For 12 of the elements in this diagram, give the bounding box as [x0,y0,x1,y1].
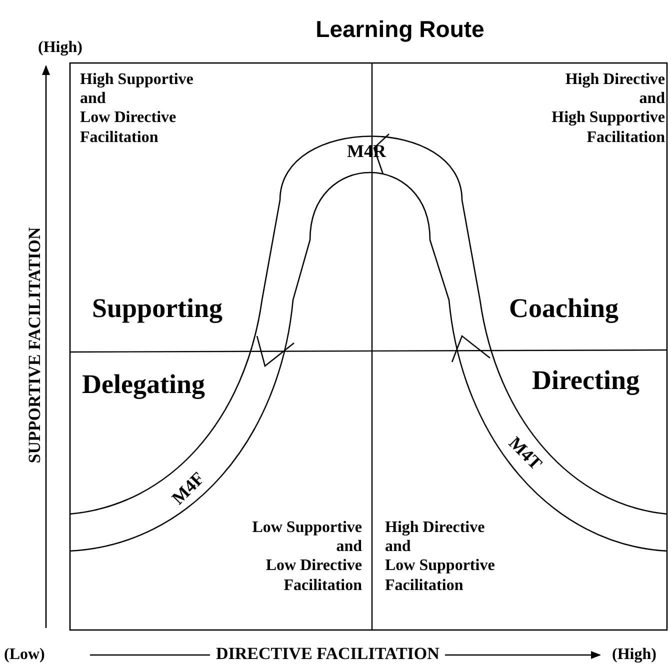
quadrant-description: High Directive and High Supportive Facilitation [550,70,665,147]
quadrant-description: High Directive and Low Supportive Facilitation [385,518,496,595]
quadrant-description: Low Supportive and Low Directive Facilitation [251,518,362,595]
title: Learning Route [314,16,486,44]
quadrant-title: Coaching [509,292,619,324]
axis-end-label: (High) [38,38,82,58]
quadrant-title: Delegating [82,368,205,400]
quadrant-title: Directing [532,364,640,396]
quadrant-description: High Supportive and Low Directive Facilitation [80,70,194,147]
axis-end-label: (High) [612,645,656,664]
quadrant-title: Supporting [92,292,223,324]
axis-end-label: (Low) [4,645,45,664]
